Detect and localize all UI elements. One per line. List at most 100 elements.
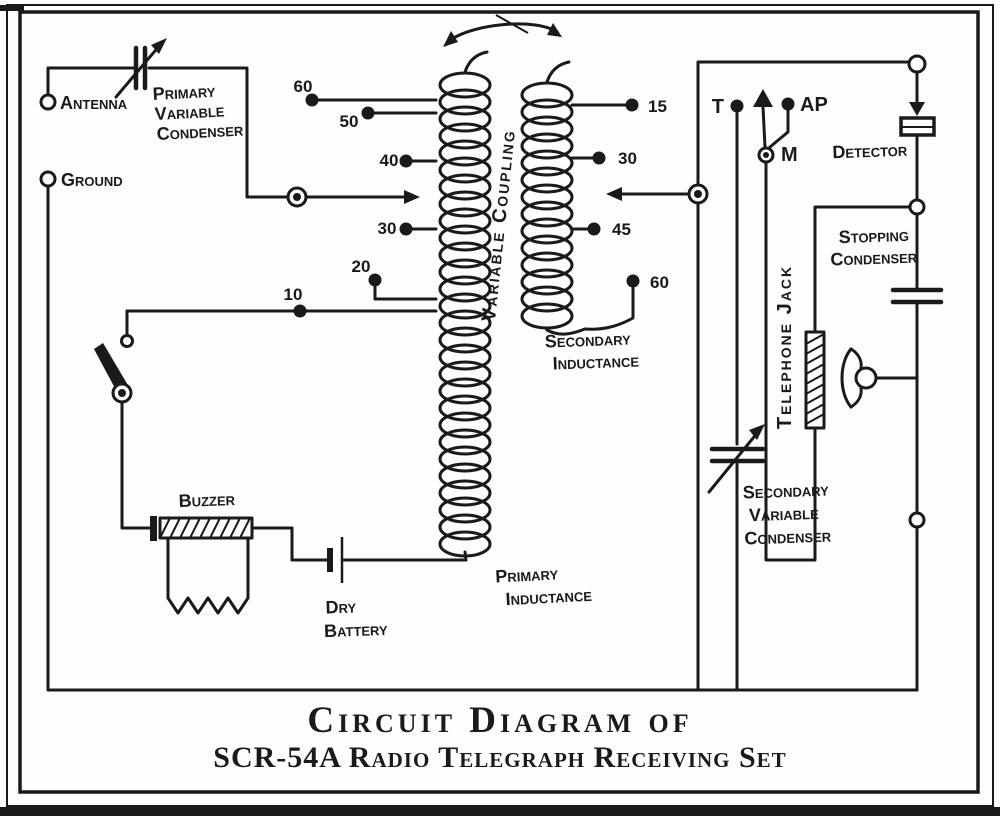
- dry-battery-label-1: Dry: [325, 596, 357, 617]
- svc-arrowhead: [749, 424, 765, 440]
- ground-branch: Ground: [39, 170, 919, 692]
- top-right-terminal: [907, 54, 927, 74]
- tap-dot-s30: [592, 151, 606, 165]
- ground-label: Ground: [61, 170, 123, 190]
- primary-coil-top-tail: [463, 50, 489, 74]
- triangle-stub-wire: [761, 105, 767, 149]
- coupling-arrowhead-left: [443, 31, 458, 47]
- scan-artifact: [0, 5, 24, 11]
- ap-contact-label: AP: [800, 94, 828, 116]
- sleeve-to-terminal-wire: [813, 205, 912, 333]
- t-contact-label: T: [712, 96, 724, 118]
- secondary-taps: 15 30 45 60 Secondary Inductance: [545, 97, 669, 374]
- svc-label-1: Secondary: [743, 479, 830, 502]
- detector-arrowhead: [909, 102, 925, 116]
- tap-15-label: 15: [648, 97, 667, 116]
- tap-10-label: 10: [284, 285, 303, 304]
- secondary-inductance-coil: [520, 81, 574, 330]
- ground-terminal: [39, 170, 57, 188]
- lower-right-terminal: [908, 511, 926, 529]
- ap-contact-dot: [781, 97, 795, 111]
- mid-right-terminal: [908, 198, 926, 216]
- switch-contact: [120, 334, 134, 348]
- title-line-1: Circuit Diagram of: [307, 700, 692, 741]
- page-border: [6, 4, 994, 807]
- telephone-jack-label: Telephone Jack: [774, 265, 796, 429]
- plug-tip-circle: [854, 366, 878, 390]
- tap-50-label: 50: [340, 112, 359, 131]
- tap-s30-label: 30: [618, 149, 637, 168]
- buzzer-core-hatch: [159, 517, 251, 539]
- secondary-coil-bottom-tail: [545, 327, 587, 336]
- secondary-inductance-label-2: Inductance: [552, 350, 639, 373]
- buzzer-to-battery-wire: [250, 526, 329, 562]
- variable-arrow: [114, 43, 162, 99]
- ap-stub-wire: [768, 108, 790, 149]
- tap-45-label: 45: [612, 220, 631, 239]
- primary-slider: [286, 186, 420, 208]
- switch-lever: [94, 343, 129, 392]
- tap-s60-label: 60: [650, 273, 669, 292]
- primary-inductance-label-2: Inductance: [505, 585, 593, 610]
- stopping-condenser-label-2: Condenser: [830, 246, 918, 269]
- secondary-inductance-label-1: Secondary: [545, 328, 632, 351]
- tap-30-label: 30: [378, 219, 397, 238]
- page-edge-shadow: [0, 807, 1000, 816]
- ground-bus-wire: [46, 184, 919, 692]
- svc-label-3: Condenser: [744, 525, 832, 548]
- tap-dot-15: [625, 98, 639, 112]
- jack-sleeve-wire: [764, 160, 817, 562]
- tap-dot-60: [305, 93, 319, 107]
- detector-column: Detector Stopping Condenser: [830, 54, 944, 692]
- tap-dot-20: [368, 273, 382, 287]
- jack-spring-triangle: [753, 89, 773, 107]
- svc-arrow: [707, 430, 760, 494]
- pvc-label-2: Variable: [154, 100, 225, 124]
- diagram-title: Circuit Diagram of SCR-54A Radio Telegra…: [213, 700, 786, 774]
- primary-inductance-coil: [438, 71, 492, 558]
- primary-taps: 60 50 40 30 20 10: [125, 77, 438, 318]
- jack-sleeve-hatch: [805, 333, 825, 425]
- switch-to-buzzer-wire: [120, 400, 152, 530]
- coupling-adjust-stroke: [495, 14, 529, 34]
- tap-dot-30: [399, 222, 413, 236]
- tap-40-label: 40: [380, 151, 399, 170]
- primary-variable-condenser-plates: [133, 45, 148, 91]
- secondary-slider: [606, 60, 911, 692]
- buzzer-switch: [94, 309, 152, 530]
- phone-plug: [840, 347, 919, 409]
- plug-outline: [840, 347, 853, 409]
- secondary-coil-top-tail: [545, 60, 571, 84]
- title-line-2: SCR-54A Radio Telegraph Receiving Set: [213, 741, 786, 774]
- dry-battery: Dry Battery: [324, 537, 468, 641]
- tap-dot-s60: [626, 274, 640, 288]
- pvc-label-3: Condenser: [156, 119, 244, 144]
- tap-60-label: 60: [294, 77, 313, 96]
- buzzer-label: Buzzer: [178, 489, 236, 511]
- tap-dot-50: [361, 106, 375, 120]
- pvc-label-1: Primary: [152, 81, 216, 104]
- svc-label-2: Variable: [749, 503, 820, 525]
- primary-inductance-label-1: Primary: [495, 563, 559, 586]
- antenna-label: Antenna: [60, 93, 128, 113]
- buzzer: Buzzer: [150, 489, 329, 615]
- telephone-jack-group: T AP M Telephone Jack: [712, 89, 912, 562]
- secondary-variable-condenser: Secondary Variable Condenser: [707, 110, 832, 692]
- tap-dot-45: [587, 222, 601, 236]
- slider-to-detector-wire: [696, 60, 911, 187]
- dry-battery-label-2: Battery: [324, 619, 389, 641]
- variable-arrowhead: [151, 38, 167, 54]
- condenser-to-slider-wire: [147, 66, 290, 199]
- diagram-frame: [18, 10, 980, 794]
- buzzer-armature: [166, 538, 250, 615]
- tap-dot-40: [399, 154, 413, 168]
- primary-slider-arrowhead: [404, 190, 420, 204]
- antenna-wire: [46, 66, 135, 97]
- tap-20-label: 20: [352, 257, 371, 276]
- antenna-terminal: [39, 93, 57, 111]
- tip-contact-dot: [730, 99, 744, 113]
- buzzer-contact-bar: [150, 516, 157, 541]
